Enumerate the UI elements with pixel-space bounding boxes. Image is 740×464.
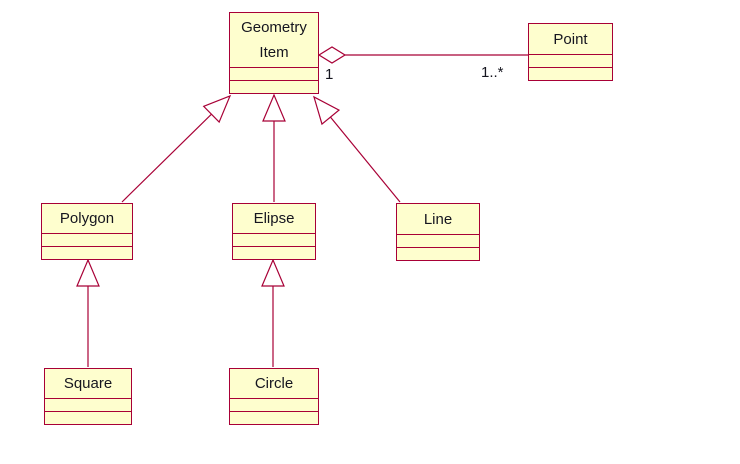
class-name: Point	[553, 30, 588, 48]
class-name: Circle	[254, 375, 294, 392]
class-name: Square	[63, 375, 113, 392]
operations-compartment	[233, 246, 315, 259]
attributes-compartment	[233, 233, 315, 246]
attributes-compartment	[397, 234, 479, 247]
class-name: Elipse	[253, 210, 295, 227]
aggregation-diamond	[317, 46, 347, 64]
generalization-line-to-geometry-item	[313, 95, 401, 203]
class-elipse[interactable]: Elipse	[232, 203, 316, 260]
class-square[interactable]: Square	[44, 368, 132, 425]
attributes-compartment	[230, 67, 318, 80]
generalization-polygon-to-geometry-item	[121, 94, 232, 203]
multiplicity-whole: 1	[325, 66, 334, 83]
class-name: Line	[423, 210, 453, 228]
attributes-compartment	[230, 398, 318, 411]
attributes-compartment	[529, 54, 612, 67]
attributes-compartment	[45, 398, 131, 411]
class-circle[interactable]: Circle	[229, 368, 319, 425]
class-line[interactable]: Line	[396, 203, 480, 261]
class-name: Polygon	[59, 210, 115, 227]
operations-compartment	[529, 67, 612, 80]
operations-compartment	[397, 247, 479, 260]
operations-compartment	[230, 80, 318, 93]
class-name: Geometry Item	[241, 19, 307, 61]
operations-compartment	[45, 411, 131, 424]
class-geometry-item[interactable]: Geometry Item	[229, 12, 319, 94]
multiplicity-part: 1..*	[481, 64, 504, 81]
operations-compartment	[230, 411, 318, 424]
attributes-compartment	[42, 233, 132, 246]
class-polygon[interactable]: Polygon	[41, 203, 133, 260]
operations-compartment	[42, 246, 132, 259]
class-point[interactable]: Point	[528, 23, 613, 81]
